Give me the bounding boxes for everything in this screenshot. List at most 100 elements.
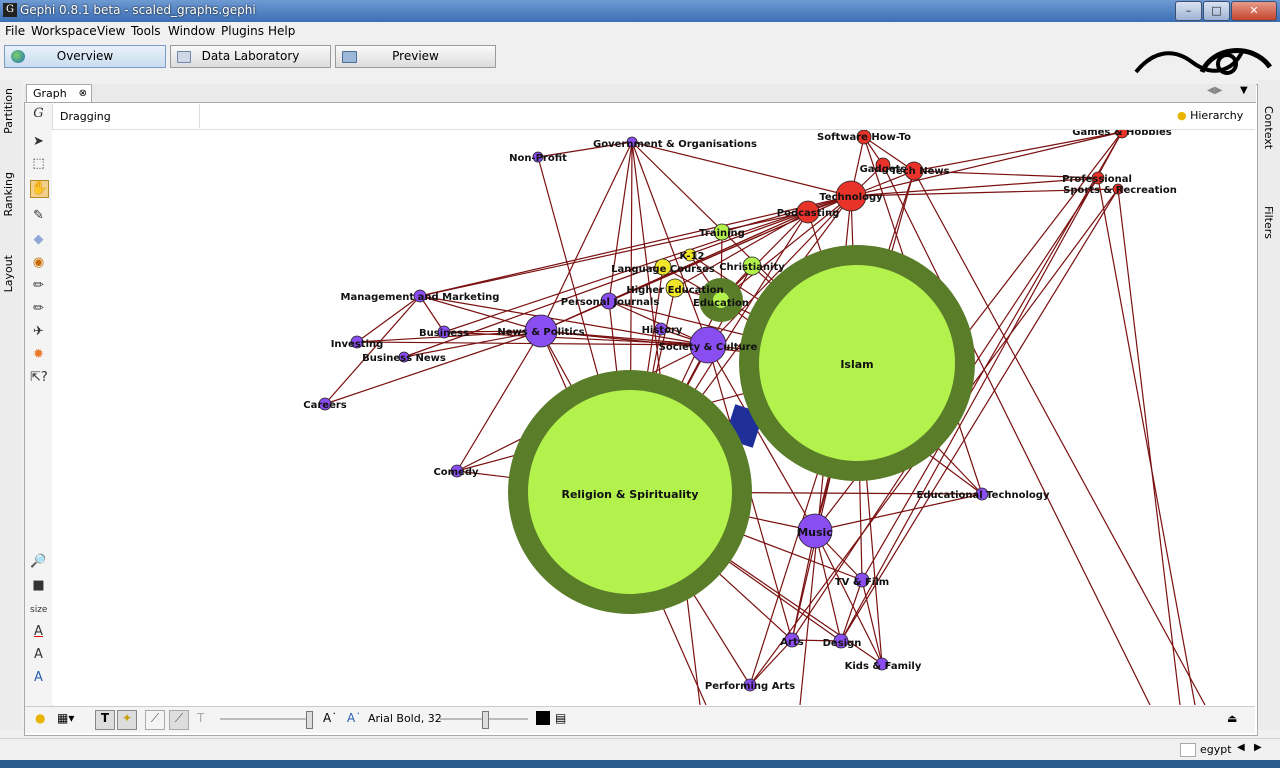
size-label[interactable]: size bbox=[30, 605, 48, 615]
node-religion[interactable] bbox=[528, 390, 732, 594]
node-education[interactable] bbox=[713, 292, 729, 308]
node-tvfilm[interactable] bbox=[854, 572, 870, 588]
node-society[interactable] bbox=[689, 326, 727, 364]
brush-icon[interactable]: ✎ bbox=[33, 208, 44, 223]
hand-drag-icon[interactable]: ✋ bbox=[30, 180, 49, 198]
node-personal[interactable] bbox=[600, 292, 618, 310]
node-technews[interactable] bbox=[904, 161, 924, 181]
layout-tab[interactable]: Layout bbox=[2, 255, 15, 293]
node-professional[interactable] bbox=[1091, 171, 1105, 185]
label-size-icon[interactable]: A bbox=[34, 670, 43, 685]
node-higher[interactable] bbox=[665, 278, 685, 298]
menu-view[interactable]: View bbox=[97, 24, 126, 38]
menu-tools[interactable]: Tools bbox=[131, 24, 161, 38]
pointer-icon[interactable]: ➤ bbox=[33, 134, 44, 149]
maximize-button[interactable]: □ bbox=[1203, 1, 1230, 21]
node-podcasting[interactable] bbox=[796, 200, 820, 224]
node-christianity[interactable] bbox=[742, 256, 762, 276]
filters-tab[interactable]: Filters bbox=[1262, 206, 1275, 239]
screenshot-icon[interactable]: ▦▾ bbox=[57, 711, 75, 725]
edge-scale-slider[interactable] bbox=[220, 718, 308, 720]
node-gov[interactable] bbox=[626, 136, 638, 148]
shortest-path-icon[interactable]: ✈ bbox=[33, 324, 44, 339]
node-language[interactable] bbox=[654, 258, 672, 276]
edge-selection-icon[interactable]: ⟋ bbox=[145, 710, 165, 730]
label-color-icon[interactable]: A bbox=[34, 624, 43, 639]
close-button[interactable]: ✕ bbox=[1231, 1, 1277, 21]
previous-workspace-button[interactable]: ◀ bbox=[1237, 742, 1245, 753]
menu-file[interactable]: File bbox=[5, 24, 26, 38]
node-nonprofit[interactable] bbox=[532, 151, 544, 163]
node-islam[interactable] bbox=[759, 265, 955, 461]
node-kids[interactable] bbox=[875, 657, 889, 671]
expand-toolbar-icon[interactable]: ⏏ bbox=[1227, 712, 1238, 725]
nodes-layer bbox=[318, 130, 1129, 692]
node-k12[interactable] bbox=[683, 248, 697, 262]
graph-svg[interactable]: Government & OrganisationsNon-ProfitSoft… bbox=[52, 130, 1255, 705]
label-color-swatch[interactable] bbox=[536, 711, 550, 725]
font-size-icon[interactable]: A˙ bbox=[323, 711, 338, 725]
tab-dropdown-icon[interactable]: ▼ bbox=[1240, 85, 1248, 96]
node-businessnews[interactable] bbox=[398, 351, 410, 363]
node-news[interactable] bbox=[524, 314, 558, 348]
rectangle-select-icon[interactable]: ⬚ bbox=[32, 156, 45, 171]
partition-tab[interactable]: Partition bbox=[2, 88, 15, 134]
background-color-icon[interactable]: ■ bbox=[32, 578, 45, 593]
node-investing[interactable] bbox=[350, 335, 364, 349]
node-label-software: Software How-To bbox=[817, 132, 911, 143]
node-label-nonprofit: Non-Profit bbox=[509, 153, 567, 164]
graph-edge bbox=[540, 141, 633, 332]
node-training[interactable] bbox=[713, 223, 731, 241]
attributes-icon[interactable]: ▤ bbox=[555, 711, 567, 725]
node-software[interactable] bbox=[856, 130, 872, 145]
data-laboratory-tab[interactable]: Data Laboratory bbox=[170, 45, 331, 68]
lightbulb-icon[interactable]: ● bbox=[35, 711, 46, 725]
show-edge-labels-icon[interactable]: ✦ bbox=[117, 710, 137, 730]
overview-tab[interactable]: Overview bbox=[4, 45, 166, 68]
edge-pencil-icon[interactable]: ✏ bbox=[33, 301, 44, 316]
node-technology[interactable] bbox=[835, 180, 867, 212]
node-history[interactable] bbox=[654, 322, 668, 336]
label-size-slider-thumb[interactable] bbox=[482, 711, 489, 729]
node-arts[interactable] bbox=[784, 632, 800, 648]
tab-nav-arrows[interactable]: ◀▶ bbox=[1207, 85, 1223, 96]
graph-tab[interactable]: Graph ⊗ bbox=[26, 84, 92, 102]
node-games[interactable] bbox=[1115, 130, 1129, 139]
node-management[interactable] bbox=[413, 289, 427, 303]
font-color-icon[interactable]: A˙ bbox=[347, 711, 362, 725]
node-comedy[interactable] bbox=[450, 464, 464, 478]
menu-workspace[interactable]: Workspace bbox=[31, 24, 97, 38]
edge-color-icon[interactable]: ⟋ bbox=[169, 710, 189, 730]
color-picker-icon[interactable]: ◉ bbox=[32, 255, 45, 270]
pencil-icon[interactable]: ✏ bbox=[33, 278, 44, 293]
zoom-icon[interactable]: 🔎 bbox=[30, 554, 47, 569]
node-edtech[interactable] bbox=[975, 487, 989, 501]
heat-map-icon[interactable]: ✹ bbox=[33, 347, 44, 362]
node-sports[interactable] bbox=[1112, 183, 1124, 195]
hierarchy-button[interactable]: ● Hierarchy bbox=[1177, 109, 1243, 122]
close-tab-icon[interactable]: ⊗ bbox=[78, 88, 87, 99]
context-tab[interactable]: Context bbox=[1262, 106, 1275, 150]
preview-tab[interactable]: Preview bbox=[335, 45, 496, 68]
label-font-icon[interactable]: A bbox=[34, 647, 43, 662]
node-gadgets[interactable] bbox=[875, 157, 891, 173]
ranking-tab[interactable]: Ranking bbox=[2, 172, 15, 217]
edit-help-icon[interactable]: ⇱? bbox=[30, 370, 48, 385]
next-workspace-button[interactable]: ▶ bbox=[1254, 742, 1262, 753]
menu-window[interactable]: Window bbox=[168, 24, 216, 38]
node-careers[interactable] bbox=[318, 397, 332, 411]
graph-edge bbox=[419, 195, 852, 297]
diamond-icon[interactable]: ◆ bbox=[33, 232, 44, 247]
label-font-value[interactable]: Arial Bold, 32 bbox=[368, 712, 442, 725]
show-node-labels-icon[interactable]: T bbox=[95, 710, 115, 730]
minimize-button[interactable]: – bbox=[1175, 1, 1202, 21]
label-text-icon[interactable]: T bbox=[197, 711, 205, 725]
node-music[interactable] bbox=[797, 513, 833, 549]
edge-scale-slider-thumb[interactable] bbox=[306, 711, 313, 729]
node-design[interactable] bbox=[833, 633, 849, 649]
node-business[interactable] bbox=[437, 325, 451, 339]
node-performing[interactable] bbox=[743, 678, 757, 692]
menu-plugins[interactable]: Plugins bbox=[221, 24, 264, 38]
menu-help[interactable]: Help bbox=[268, 24, 296, 38]
